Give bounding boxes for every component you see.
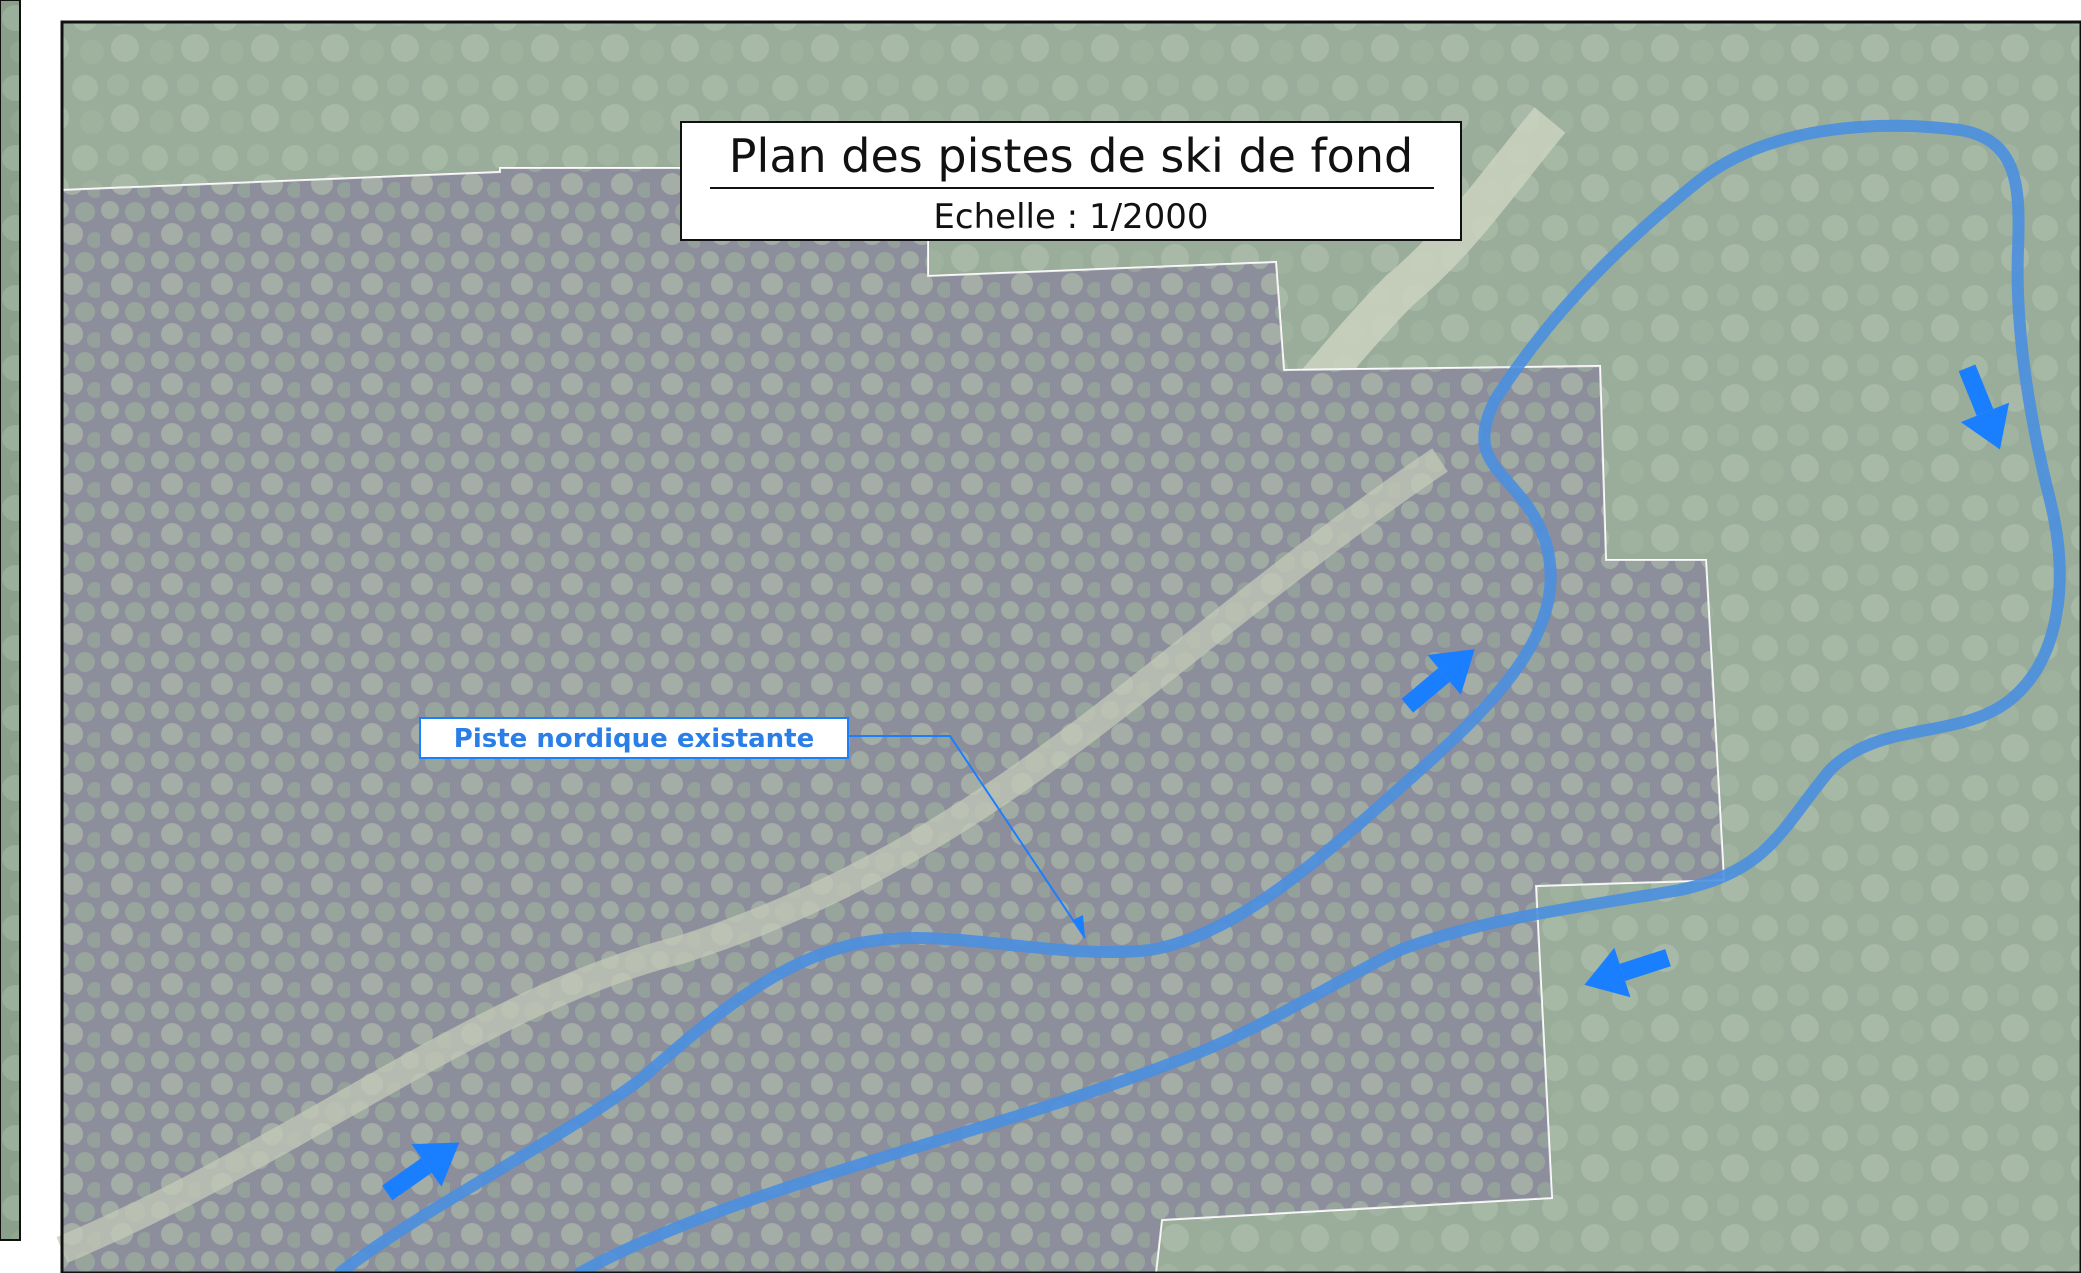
map-title: Plan des pistes de ski de fond [729, 129, 1413, 183]
map-frame [60, 20, 2081, 1273]
direction-arrow-1 [382, 1142, 460, 1201]
callout-arrowhead [1073, 915, 1085, 938]
callout-leader-line [848, 735, 1086, 939]
clearing-track [56, 448, 1448, 1263]
left-panel-image [0, 0, 20, 1240]
callout-label: Piste nordique existante [454, 724, 814, 754]
ski-trail [334, 119, 2066, 1273]
scale-label: Echelle : 1/2000 [933, 197, 1208, 237]
direction-arrow-4 [1584, 947, 1671, 998]
direction-arrow-2 [1401, 649, 1475, 713]
left-panel-frame [0, 0, 21, 1241]
title-block [680, 121, 1462, 241]
callout-box [419, 717, 849, 759]
direction-arrow-3 [1958, 364, 2010, 450]
